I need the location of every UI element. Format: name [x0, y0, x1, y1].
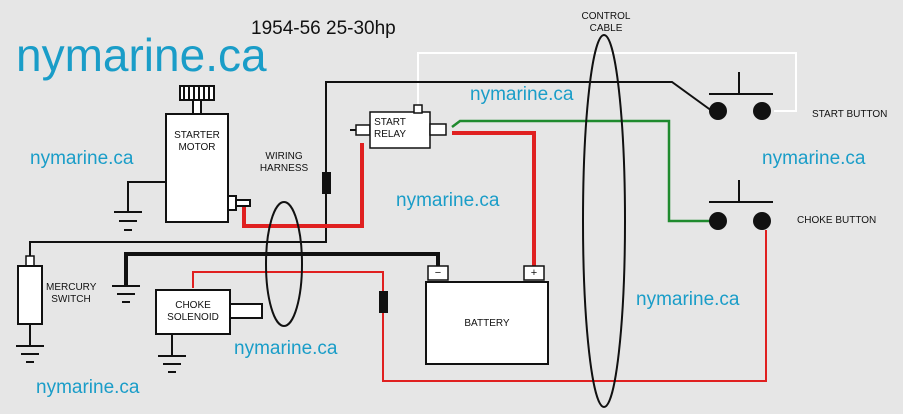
diagram-title: 1954-56 25-30hp — [251, 18, 396, 39]
choke-solenoid — [155, 289, 263, 373]
watermark-4: nymarine.ca — [396, 190, 500, 211]
choke-button-symbol — [709, 180, 773, 230]
control-cable-loop — [582, 34, 626, 408]
watermark-main: nymarine.ca — [16, 29, 267, 81]
wiring-harness-label: WIRING HARNESS — [259, 151, 309, 174]
fuse-top — [322, 172, 331, 194]
ground-symbol-starter — [114, 181, 166, 231]
start-button-label: START BUTTON — [812, 109, 888, 120]
choke-solenoid-label: CHOKE SOLENOID — [167, 300, 219, 323]
battery-positive-label: + — [530, 267, 538, 279]
watermark-2: nymarine.ca — [30, 148, 134, 169]
start-button-symbol — [709, 72, 773, 120]
watermark-1: nymarine.ca — [470, 84, 574, 105]
starter-motor-label: STARTER MOTOR — [174, 130, 220, 153]
black-wire-start — [29, 81, 713, 264]
battery — [425, 265, 549, 365]
fuse-bottom — [379, 291, 388, 313]
red-wire-starter — [242, 143, 364, 228]
watermark-5: nymarine.ca — [636, 289, 740, 310]
battery-label: BATTERY — [464, 318, 510, 329]
starter-motor — [165, 85, 251, 223]
watermark-6: nymarine.ca — [234, 338, 338, 359]
red-wire-battery — [452, 131, 536, 268]
ground-symbol-bus — [112, 285, 140, 303]
ground-bus — [124, 252, 440, 286]
start-relay — [355, 104, 447, 149]
control-cable-label: CONTROL CABLE — [581, 11, 631, 34]
mercury-switch — [16, 255, 44, 363]
mercury-switch-label: MERCURY SWITCH — [46, 282, 97, 305]
choke-button-label: CHOKE BUTTON — [797, 215, 877, 226]
red-wire-choke — [192, 230, 767, 382]
green-wire — [451, 119, 712, 223]
watermark-3: nymarine.ca — [762, 148, 866, 169]
watermark-7: nymarine.ca — [36, 377, 140, 398]
battery-negative-label: − — [434, 267, 442, 279]
start-relay-label: START RELAY — [373, 117, 407, 140]
white-wire — [417, 52, 797, 112]
wiring-harness-loop — [265, 201, 303, 327]
